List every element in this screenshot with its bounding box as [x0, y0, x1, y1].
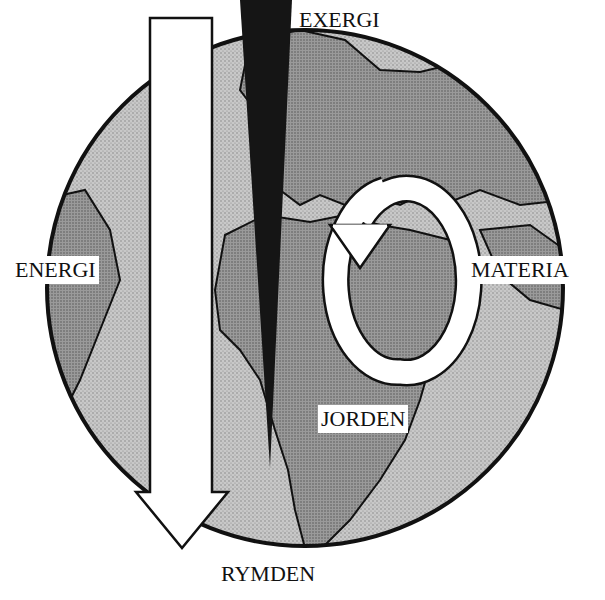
- space-label: RYMDEN: [218, 560, 318, 588]
- matter-label: MATERIA: [468, 256, 572, 284]
- cycle-arrow: [336, 189, 469, 373]
- exergy-wedge: [240, 0, 292, 468]
- cycle-arrowhead: [330, 225, 390, 268]
- continents: [40, 30, 565, 548]
- earth-label: JORDEN: [318, 405, 408, 433]
- exergy-label: EXERGI: [296, 6, 383, 34]
- energy-arrow: [136, 18, 228, 548]
- energy-label: ENERGI: [12, 256, 99, 284]
